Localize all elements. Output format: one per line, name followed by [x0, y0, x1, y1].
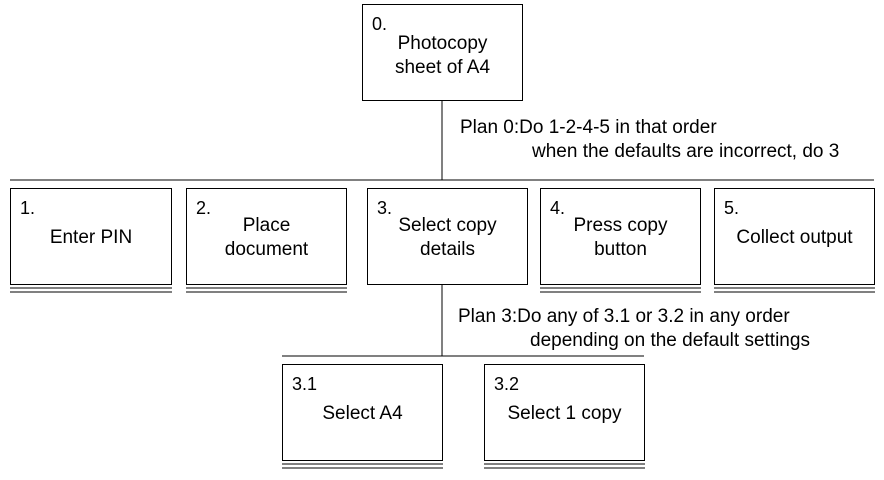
task-box-5: 5. Collect output — [714, 188, 875, 285]
task-box-3-2: 3.2 Select 1 copy — [484, 364, 645, 461]
task-number: 1. — [20, 198, 36, 218]
task-label: Press copy button — [573, 215, 668, 260]
task-number: 5. — [724, 198, 740, 218]
plan-0: Plan 0: Do 1-2-4-5 in that order when th… — [460, 116, 839, 164]
task-box-4: 4. Press copy button — [540, 188, 701, 285]
task-label: Enter PIN — [49, 227, 133, 248]
task-box-1: 1. Enter PIN — [10, 188, 172, 285]
task-number: 3.2 — [494, 374, 520, 394]
plan-0-head: Plan 0: — [460, 117, 520, 138]
task-label: Select copy details — [398, 215, 497, 260]
plan-0-line1: Do 1-2-4-5 in that order — [519, 117, 717, 138]
task-label: Collect output — [736, 227, 853, 248]
task-label: Photocopy sheet of A4 — [394, 33, 491, 78]
task-box-3-1: 3.1 Select A4 — [282, 364, 443, 461]
task-number: 3. — [377, 198, 393, 218]
task-number: 4. — [550, 198, 566, 218]
plan-3-head: Plan 3: — [458, 306, 518, 327]
task-box-root: 0. Photocopy sheet of A4 — [362, 4, 523, 101]
task-number: 3.1 — [292, 374, 318, 394]
plan-3-line1: Do any of 3.1 or 3.2 in any order — [517, 306, 790, 327]
task-number: 2. — [196, 198, 212, 218]
task-label: Select 1 copy — [507, 403, 622, 424]
task-box-2: 2. Place document — [186, 188, 347, 285]
task-box-3: 3. Select copy details — [367, 188, 528, 285]
plan-3-line2: depending on the default settings — [530, 330, 810, 351]
plan-0-line2: when the defaults are incorrect, do 3 — [532, 141, 840, 162]
task-label: Select A4 — [322, 403, 403, 424]
task-number: 0. — [372, 14, 388, 34]
task-label: Place document — [224, 215, 309, 260]
plan-3: Plan 3: Do any of 3.1 or 3.2 in any orde… — [458, 305, 810, 353]
